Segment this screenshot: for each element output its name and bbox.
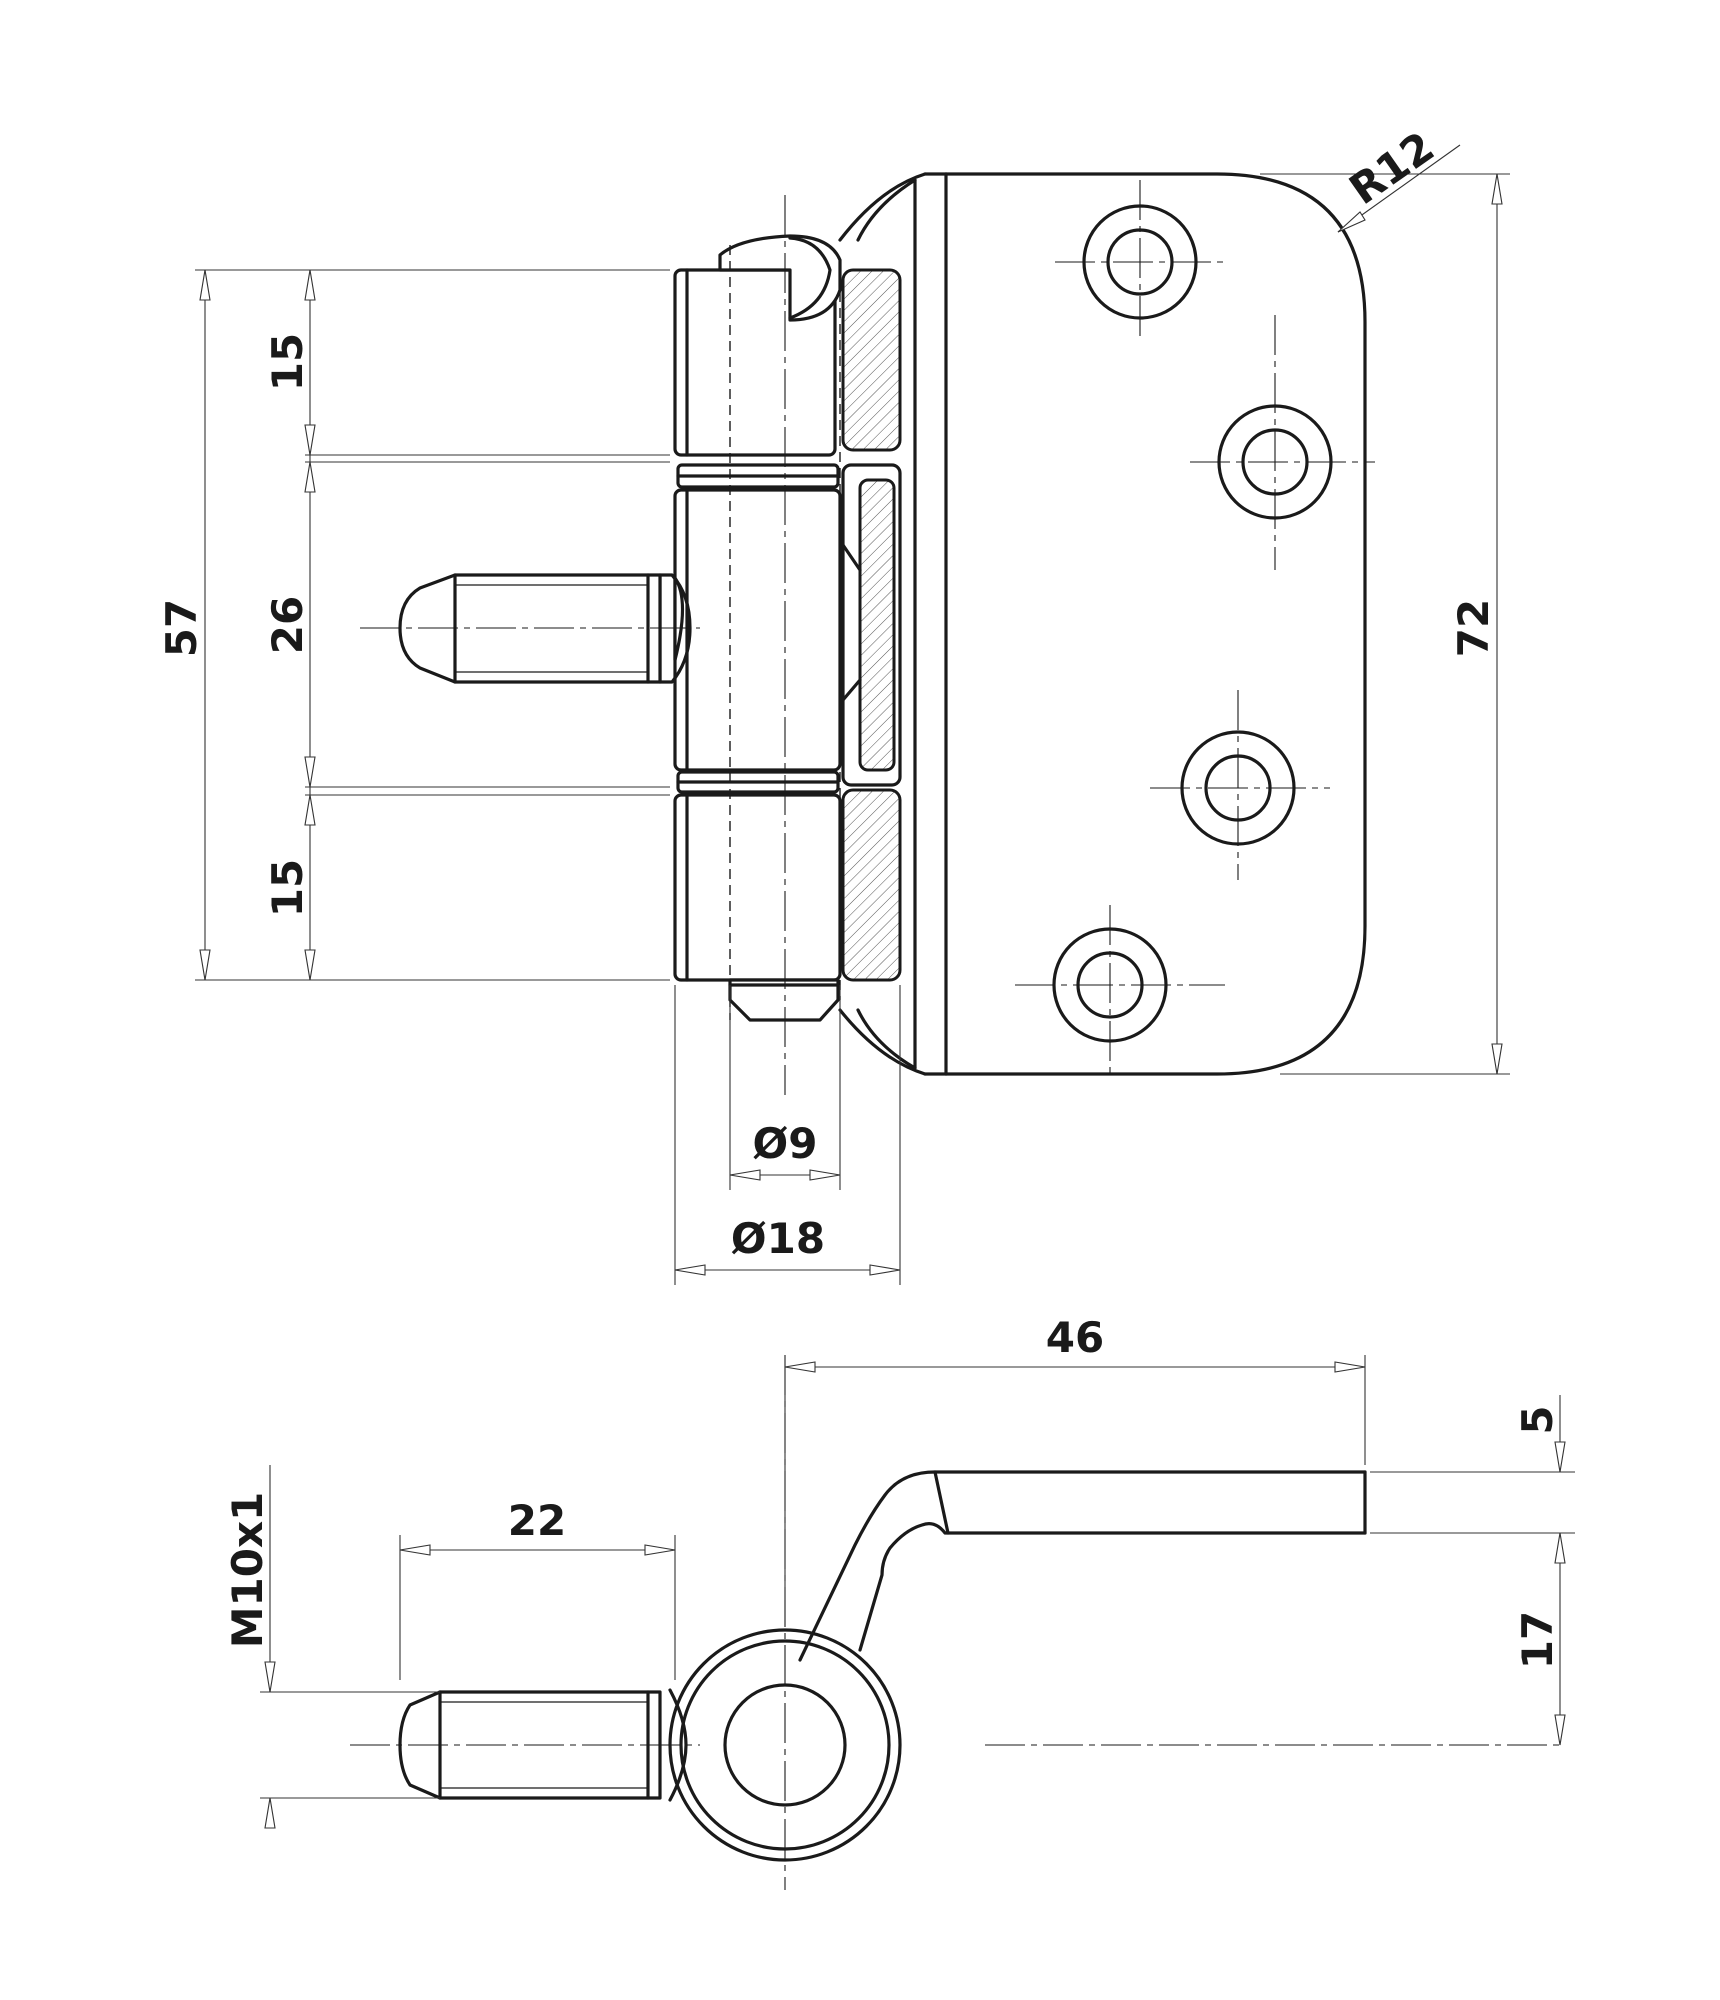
dim-r12: R12 [1337, 122, 1461, 233]
mounting-hole-4 [1015, 905, 1225, 1075]
hinge-plate [838, 172, 1367, 1076]
knuckle-section [841, 268, 902, 982]
top-view [350, 1355, 1560, 1890]
threaded-stud-top [350, 1688, 700, 1802]
dim-46: 46 [784, 1313, 1366, 1600]
front-view [360, 172, 1375, 1095]
dim-57: 57 [157, 269, 670, 981]
dim-72-label: 72 [1449, 599, 1498, 657]
dim-dia18-label: Ø18 [731, 1214, 825, 1263]
mounting-hole-2 [1190, 315, 1375, 570]
dim-5-label: 5 [1513, 1405, 1562, 1434]
dim-thread: M10x1 [223, 1465, 440, 1829]
dim-15-26-15: 15 26 15 [263, 269, 670, 981]
dim-26-label: 26 [263, 596, 312, 654]
dim-r12-label: R12 [1340, 122, 1442, 214]
dim-5: 5 [1370, 1395, 1575, 1746]
mounting-hole-3 [1150, 690, 1330, 880]
dim-46-label: 46 [1046, 1313, 1104, 1362]
dim-17-label: 17 [1513, 1611, 1562, 1669]
dim-17: 17 [1513, 1611, 1562, 1669]
dim-22: 22 [399, 1496, 676, 1680]
dim-15-bottom-label: 15 [263, 859, 312, 917]
dim-72: 72 [1260, 173, 1510, 1075]
dim-15-top-label: 15 [263, 333, 312, 391]
dim-22-label: 22 [508, 1496, 566, 1545]
mounting-hole-1 [1055, 180, 1225, 340]
threaded-stud [360, 573, 700, 684]
hinge-leaf-profile [798, 1470, 1367, 1662]
dim-thread-label: M10x1 [223, 1492, 272, 1649]
dim-dia18: Ø18 [674, 985, 901, 1285]
dim-dia9: Ø9 [729, 985, 841, 1190]
dim-dia9-label: Ø9 [753, 1119, 818, 1168]
dim-57-label: 57 [157, 599, 206, 657]
hinge-barrel [673, 234, 842, 1022]
